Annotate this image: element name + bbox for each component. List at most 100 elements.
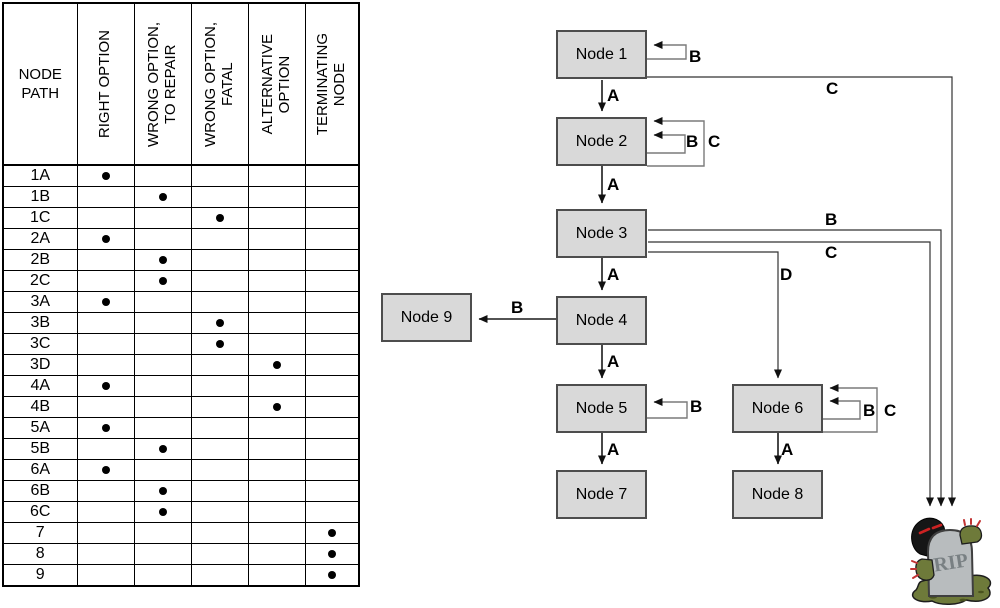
edge-label-a: A [607, 440, 620, 459]
rip-text: RIP [932, 549, 969, 576]
node-path-cell: 3D [2, 354, 78, 376]
empty-cell [133, 228, 192, 250]
table-row: 9 [2, 564, 360, 587]
empty-cell [133, 354, 192, 376]
dot-mark [158, 255, 167, 264]
mark-cell [133, 270, 192, 292]
mark-cell [76, 459, 135, 481]
dot-mark [272, 360, 281, 369]
empty-cell [76, 207, 135, 229]
node-5-label: Node 5 [575, 399, 628, 417]
right-claws [963, 518, 981, 527]
table-row: 1A [2, 164, 360, 187]
dot-mark [327, 549, 336, 558]
empty-cell [76, 249, 135, 271]
table-row: 3B [2, 312, 360, 334]
empty-cell [304, 333, 360, 355]
header-right-option-label: RIGHT OPTION [96, 29, 114, 139]
empty-cell [190, 354, 249, 376]
empty-cell [133, 396, 192, 418]
empty-cell [76, 333, 135, 355]
empty-cell [247, 312, 306, 334]
mark-cell [133, 480, 192, 502]
table-row: 5B [2, 438, 360, 460]
node-path-cell: 1B [2, 186, 78, 208]
node-8-label: Node 8 [751, 485, 804, 503]
dot-mark [158, 486, 167, 495]
mark-cell [304, 543, 360, 565]
empty-cell [76, 480, 135, 502]
table-row: 2B [2, 249, 360, 271]
dot-mark [101, 423, 110, 432]
empty-cell [133, 564, 192, 587]
table-row: 1C [2, 207, 360, 229]
node-7: Node 7 [556, 470, 647, 519]
loop-node2-b [647, 131, 686, 154]
empty-cell [304, 396, 360, 418]
empty-cell [190, 480, 249, 502]
tombstone-rip-graphic: RIP [910, 517, 992, 605]
empty-cell [133, 333, 192, 355]
empty-cell [190, 438, 249, 460]
edge-label-a: A [607, 352, 620, 371]
empty-cell [133, 207, 192, 229]
empty-cell [247, 249, 306, 271]
header-alternative-option-label: ALTERNATIVE OPTION [258, 33, 293, 135]
loop-label-b: B [686, 132, 699, 151]
empty-cell [190, 186, 249, 208]
node-8: Node 8 [732, 470, 823, 519]
node-path-cell: 5A [2, 417, 78, 439]
table-row: 3A [2, 291, 360, 313]
dot-mark [101, 171, 110, 180]
node-path-cell: 1A [2, 164, 78, 187]
mark-cell [133, 438, 192, 460]
empty-cell [133, 375, 192, 397]
empty-cell [304, 438, 360, 460]
empty-cell [190, 291, 249, 313]
dot-mark [158, 507, 167, 516]
left-hand [915, 558, 935, 581]
tombstone-stone [926, 528, 975, 597]
node-5: Node 5 [556, 384, 647, 433]
red-eye [931, 523, 943, 530]
empty-cell [76, 396, 135, 418]
empty-cell [247, 186, 306, 208]
empty-cell [190, 164, 249, 187]
table-row: 3C [2, 333, 360, 355]
grass-spot [959, 598, 967, 602]
empty-cell [76, 522, 135, 544]
table-row: 8 [2, 543, 360, 565]
node-path-cell: 9 [2, 564, 78, 587]
dot-mark [158, 444, 167, 453]
table-row: 6A [2, 459, 360, 481]
empty-cell [247, 501, 306, 523]
node-path-cell: 2B [2, 249, 78, 271]
dot-mark [215, 213, 224, 222]
empty-cell [304, 249, 360, 271]
node-path-cell: 7 [2, 522, 78, 544]
empty-cell [247, 207, 306, 229]
mark-cell [76, 291, 135, 313]
empty-cell [190, 270, 249, 292]
loop-label-b: B [689, 47, 702, 66]
node-path-cell: 8 [2, 543, 78, 565]
empty-cell [247, 228, 306, 250]
node-path-cell: 3B [2, 312, 78, 334]
empty-cell [76, 312, 135, 334]
node-3: Node 3 [556, 209, 647, 258]
dot-mark [158, 276, 167, 285]
dot-mark [101, 465, 110, 474]
edge-label-d: D [780, 265, 793, 284]
red-eye [918, 527, 931, 535]
empty-cell [76, 438, 135, 460]
edge-label-c: C [825, 243, 838, 262]
empty-cell [304, 375, 360, 397]
grass-spot [978, 590, 984, 594]
empty-cell [247, 291, 306, 313]
mark-cell [76, 417, 135, 439]
header-wrong-option-fatal-label: WRONG OPTION, FATAL [201, 21, 236, 147]
node-3-label: Node 3 [575, 224, 628, 242]
node-path-table: NODE PATH RIGHT OPTION WRONG OPTION, TO … [2, 2, 360, 587]
table-row: 2A [2, 228, 360, 250]
empty-cell [76, 270, 135, 292]
